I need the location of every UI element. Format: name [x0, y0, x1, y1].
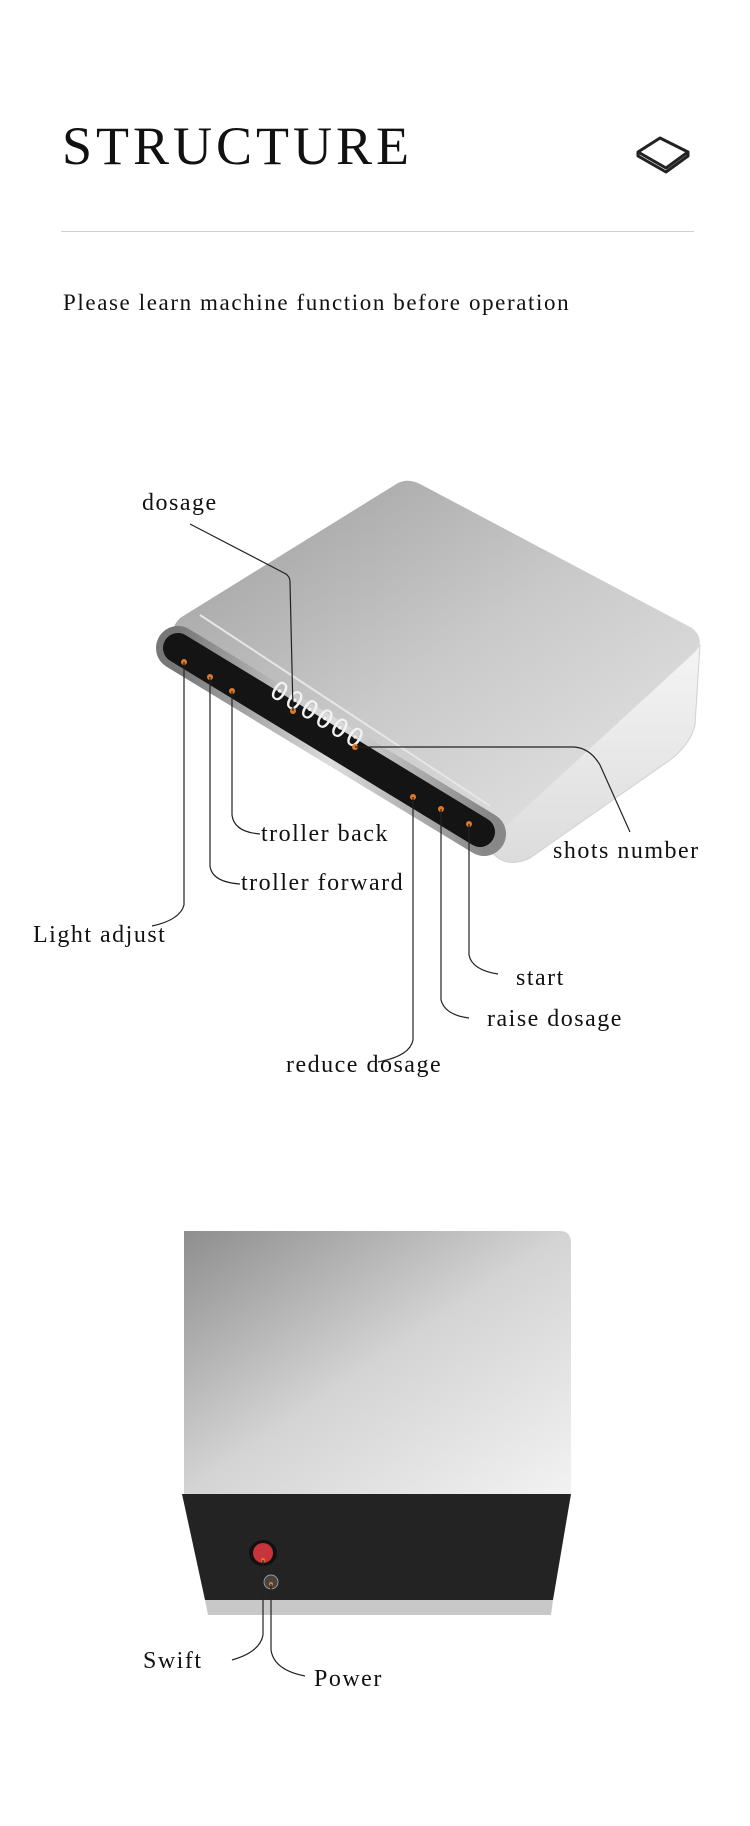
control-panel	[163, 633, 495, 847]
book-icon	[636, 136, 690, 174]
label-start: start	[516, 965, 565, 991]
subtitle: Please learn machine function before ope…	[63, 290, 571, 315]
device-back-view	[182, 1231, 571, 1677]
label-swift: Swift	[143, 1648, 203, 1674]
divider	[61, 231, 694, 232]
label-dosage: dosage	[142, 490, 218, 516]
label-shots-number: shots number	[553, 838, 700, 864]
label-reduce-dosage: reduce dosage	[286, 1052, 443, 1078]
swift-button	[253, 1543, 273, 1563]
page-title: STRUCTURE	[62, 116, 414, 176]
label-troller-forward: troller forward	[241, 870, 405, 896]
device-front-view: 000000	[151, 480, 701, 1063]
label-light-adjust: Light adjust	[33, 922, 167, 948]
label-power: Power	[314, 1666, 383, 1692]
label-troller-back: troller back	[261, 821, 389, 847]
label-raise-dosage: raise dosage	[487, 1006, 623, 1032]
leader-lines	[151, 523, 631, 1063]
